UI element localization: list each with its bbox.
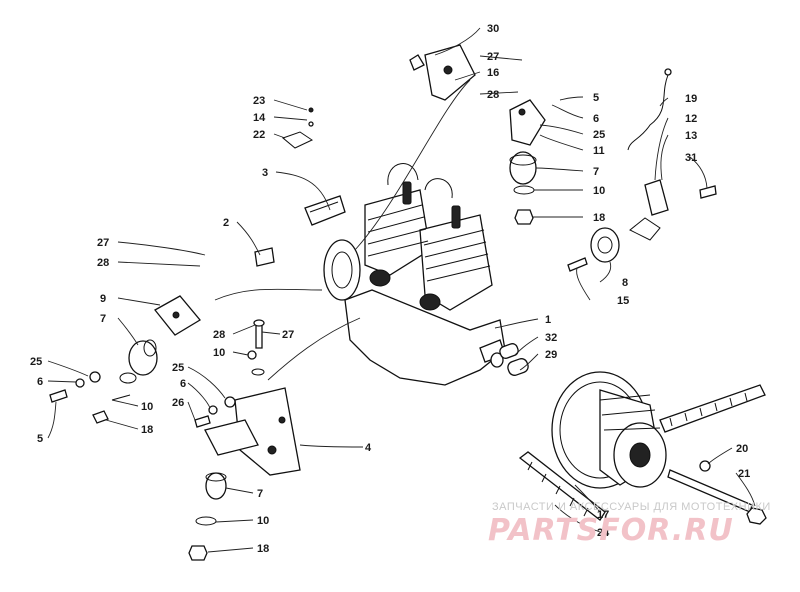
callout-25: 25: [30, 356, 42, 368]
callout-7: 7: [257, 488, 263, 500]
callout-28: 28: [97, 257, 109, 269]
callout-13: 13: [685, 130, 697, 142]
callout-19: 19: [685, 93, 697, 105]
callout-10: 10: [213, 347, 225, 359]
callout-18: 18: [141, 424, 153, 436]
callout-30: 30: [487, 23, 499, 35]
upper-mount: [509, 99, 546, 225]
drive-belt: [518, 384, 766, 521]
callout-6: 6: [37, 376, 43, 388]
linkage-12-13: [627, 68, 717, 241]
callout-10: 10: [141, 401, 153, 413]
callout-14: 14: [253, 112, 266, 124]
callout-18: 18: [593, 212, 605, 224]
callout-17: 17: [597, 509, 609, 521]
callout-24: 24: [597, 527, 610, 539]
lower-mount: [188, 387, 301, 561]
callout-28: 28: [487, 89, 499, 101]
callout-1: 1: [545, 314, 551, 326]
left-mount: [49, 295, 201, 424]
watermark-logo: PARTSFOR.RU: [488, 513, 734, 548]
leader-lines: [47, 27, 756, 553]
engine-assembly: [323, 163, 506, 386]
callout-20: 20: [736, 443, 748, 455]
callout-3: 3: [262, 167, 268, 179]
callout-31: 31: [685, 152, 697, 164]
callout-16: 16: [487, 67, 499, 79]
bracket-16: [409, 44, 476, 101]
callout-12: 12: [685, 113, 697, 125]
callout-11: 11: [593, 145, 605, 157]
callouts: 30 16 27 28 5 6 25 11 7 10 18 19 12 13 3…: [30, 23, 750, 555]
callout-26: 26: [172, 397, 184, 409]
callout-23: 23: [253, 95, 265, 107]
callout-10: 10: [257, 515, 269, 527]
callout-27: 27: [97, 237, 109, 249]
callout-21: 21: [738, 468, 750, 480]
callout-27: 27: [282, 329, 294, 341]
drive-clutch: [551, 371, 667, 489]
watermark-tagline: ЗАПЧАСТИ И АКСЕССУАРЫ ДЛЯ МОТОТЕХНИКИ: [492, 501, 771, 513]
covers: [254, 107, 346, 267]
right-mount: [499, 227, 620, 376]
callout-7: 7: [593, 166, 599, 178]
callout-4: 4: [365, 442, 372, 454]
mid-bolt: [247, 319, 265, 376]
callout-6: 6: [593, 113, 599, 125]
callout-15: 15: [617, 295, 629, 307]
callout-9: 9: [100, 293, 106, 305]
callout-28: 28: [213, 329, 225, 341]
callout-10: 10: [593, 185, 605, 197]
callout-8: 8: [622, 277, 628, 289]
watermark: ЗАПЧАСТИ И АКСЕССУАРЫ ДЛЯ МОТОТЕХНИКИ PA…: [488, 501, 771, 548]
callout-27: 27: [487, 51, 499, 63]
callout-6: 6: [180, 378, 186, 390]
callout-25: 25: [593, 129, 605, 141]
clutch-bolt: [667, 460, 767, 525]
callout-18: 18: [257, 543, 269, 555]
callout-2: 2: [223, 217, 229, 229]
callout-25: 25: [172, 362, 184, 374]
callout-29: 29: [545, 349, 557, 361]
callout-32: 32: [545, 332, 557, 344]
callout-22: 22: [253, 129, 265, 141]
callout-5: 5: [593, 92, 599, 104]
callout-7: 7: [100, 313, 106, 325]
callout-5: 5: [37, 433, 43, 445]
